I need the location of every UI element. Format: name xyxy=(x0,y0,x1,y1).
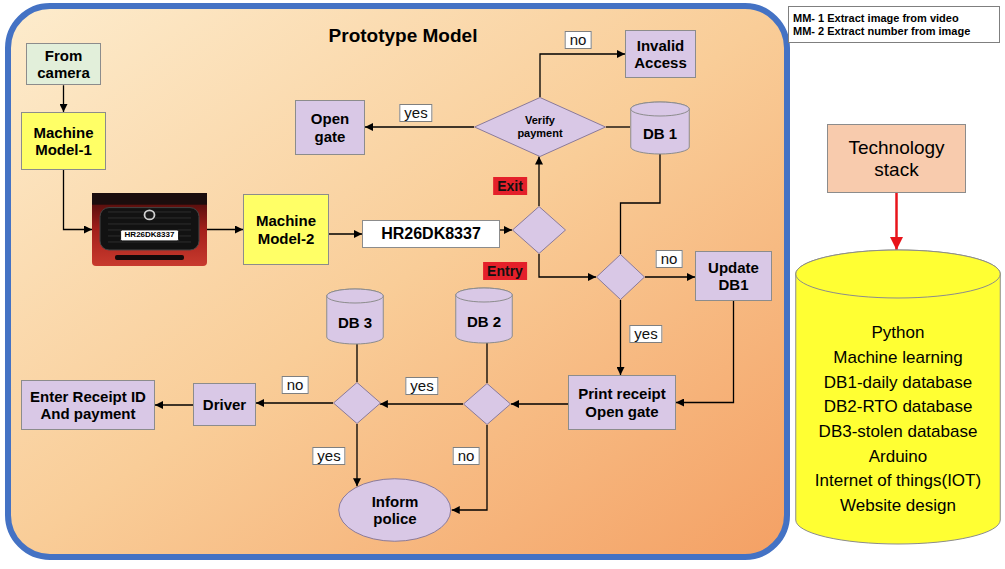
connector xyxy=(620,300,621,375)
connector xyxy=(500,229,512,230)
node-text: Technology stack xyxy=(832,137,961,181)
edge-label: yes xyxy=(312,447,345,465)
plate-number: HR26DK8337 xyxy=(125,231,175,240)
shape-outline xyxy=(512,206,566,254)
connector xyxy=(540,54,625,97)
decision-diamond xyxy=(596,254,645,300)
terminal-ellipse: Inform police xyxy=(338,478,452,542)
connector xyxy=(676,301,734,403)
connector xyxy=(365,126,474,127)
node-text: DB1-daily database xyxy=(824,371,972,396)
edge-label: no xyxy=(656,250,683,268)
edge-label: yes xyxy=(405,377,438,395)
node-text: Machine learning xyxy=(833,346,962,371)
connector xyxy=(452,425,487,510)
connector xyxy=(63,85,64,112)
database-cylinder: DB 3 xyxy=(326,289,384,344)
node-text: Driver xyxy=(203,396,246,413)
database-cylinder: DB 1 xyxy=(630,102,690,154)
node-text: DB 2 xyxy=(467,313,501,330)
connector xyxy=(539,254,596,277)
edge-label: Entry xyxy=(483,262,527,280)
node-text: Arduino xyxy=(869,445,928,470)
node-text: Python xyxy=(872,321,925,346)
shape-outline xyxy=(596,254,645,300)
process-box: Invalid Access xyxy=(625,30,696,78)
node-text: Machine Model-1 xyxy=(26,124,101,159)
connector xyxy=(538,157,539,206)
database-cylinder: DB 2 xyxy=(455,288,513,343)
database-cylinder: PythonMachine learningDB1-daily database… xyxy=(795,250,1001,544)
connector xyxy=(645,276,695,277)
connector xyxy=(486,343,487,383)
license-plate: HR26DK8337 xyxy=(120,230,180,241)
node-text: Internet of things(IOT) xyxy=(815,469,981,494)
node-text: MM- 1 Extract image from video xyxy=(793,12,959,25)
edge-label: yes xyxy=(629,325,662,343)
decision-diamond xyxy=(333,382,381,424)
connector xyxy=(329,233,362,234)
process-box: Machine Model-1 xyxy=(21,112,106,170)
node-text: Open gate xyxy=(300,110,360,145)
connector xyxy=(356,424,357,486)
shape-outline xyxy=(5,3,790,560)
process-box: Technology stack xyxy=(827,124,966,193)
connector xyxy=(207,229,243,230)
node-text: Machine Model-2 xyxy=(248,212,324,247)
process-box: HR26DK8337 xyxy=(362,220,500,248)
node-text: From camera xyxy=(31,47,96,82)
decision-diamond: Verify payment xyxy=(474,97,606,157)
process-box: Update DB1 xyxy=(695,251,772,301)
edge-label: yes xyxy=(399,104,432,122)
process-box: Print receipt Open gate xyxy=(568,375,676,430)
connector xyxy=(155,404,193,405)
edge-label: no xyxy=(453,447,480,465)
node-text: Print receipt Open gate xyxy=(573,385,671,420)
car-photo: HR26DK8337 xyxy=(92,193,207,266)
connector xyxy=(356,344,357,382)
shape-outline xyxy=(463,383,511,425)
process-box: MM- 1 Extract image from videoMM- 2 Extr… xyxy=(788,6,1000,43)
decision-diamond xyxy=(512,206,566,254)
shape-outline xyxy=(333,382,381,424)
prototype-panel: Prototype ModelFrom cameraMachine Model-… xyxy=(5,3,790,560)
node-text: Update DB1 xyxy=(700,259,767,294)
node-text: Invalid Access xyxy=(630,37,691,72)
node-text: DB2-RTO database xyxy=(824,395,973,420)
node-text: HR26DK8337 xyxy=(381,225,481,243)
process-box: Machine Model-2 xyxy=(243,194,329,265)
connector xyxy=(621,154,661,254)
connector xyxy=(895,193,898,250)
connector xyxy=(380,403,463,404)
node-text: Website design xyxy=(840,494,956,519)
process-box: Driver xyxy=(193,383,256,426)
node-text: Verify payment xyxy=(509,114,571,139)
connector xyxy=(606,126,630,127)
connector xyxy=(256,402,333,403)
decision-diamond xyxy=(463,383,511,425)
process-box: Enter Receipt ID And payment xyxy=(21,380,155,430)
connector xyxy=(64,170,93,230)
edge-label: Exit xyxy=(493,177,527,195)
node-text: DB 1 xyxy=(643,125,677,142)
node-text: MM- 2 Extract number from image xyxy=(793,25,970,38)
node-text: DB3-stolen database xyxy=(819,420,978,445)
process-box: Open gate xyxy=(295,100,365,155)
edge-label: no xyxy=(565,31,592,49)
node-text: Enter Receipt ID And payment xyxy=(26,388,150,423)
process-box: From camera xyxy=(26,43,101,86)
node-text: Inform police xyxy=(360,493,430,528)
panel-title: Prototype Model xyxy=(329,25,478,47)
edge-label: no xyxy=(282,376,309,394)
connector xyxy=(511,403,568,404)
node-text: DB 3 xyxy=(338,314,372,331)
